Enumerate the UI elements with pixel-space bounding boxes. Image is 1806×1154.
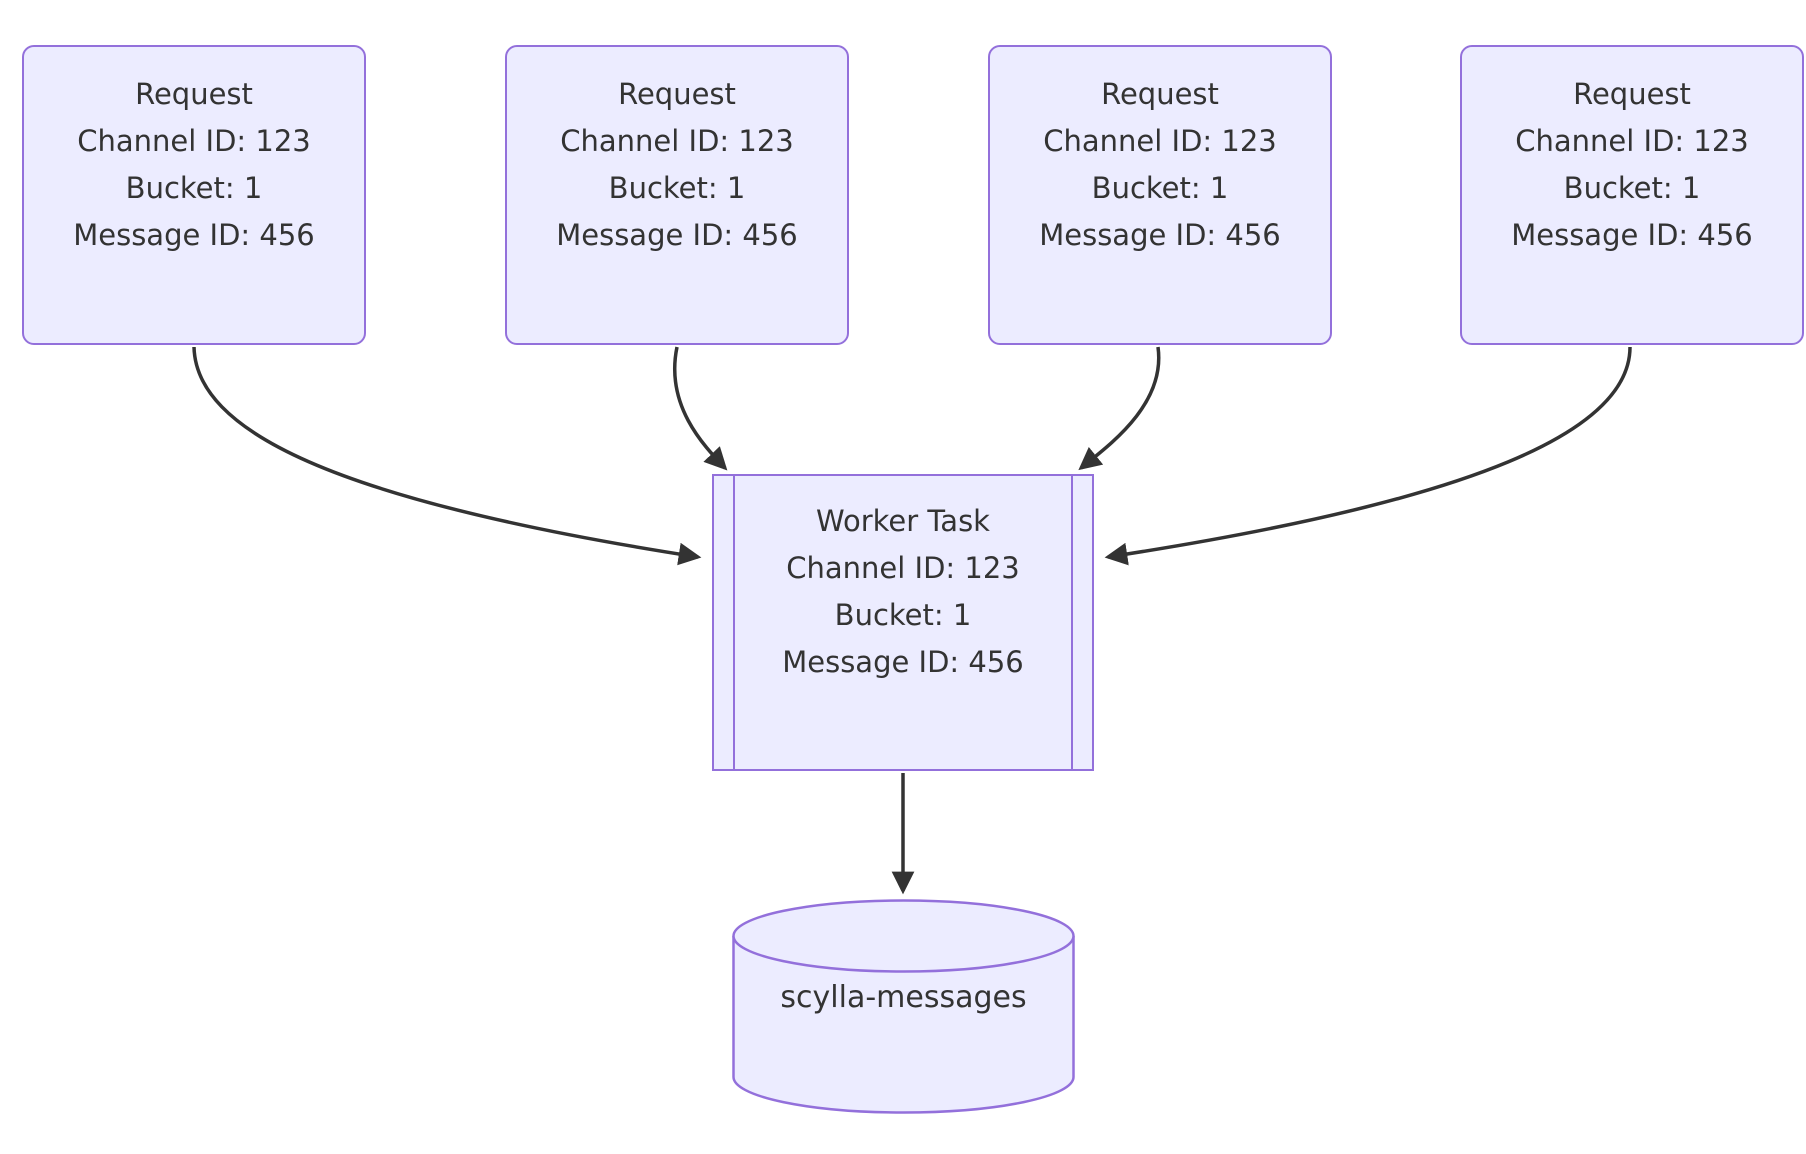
request-node-4-title: Request: [1573, 77, 1691, 111]
request-node-1-message-id: Message ID: 456: [73, 218, 315, 252]
database-label: scylla-messages: [780, 980, 1027, 1015]
worker-task-title: Worker Task: [816, 504, 990, 538]
database-cylinder-node: scylla-messages: [731, 898, 1076, 1116]
worker-task-bucket: Bucket: 1: [834, 598, 972, 632]
edge-request-1-to-worker: [192, 346, 702, 566]
request-node-2-channel-id: Channel ID: 123: [560, 124, 794, 158]
edge-request-4-to-worker: [1104, 346, 1632, 566]
request-node-3-title: Request: [1101, 77, 1219, 111]
edge-request-2-to-worker: [673, 346, 728, 471]
request-node-4: Request Channel ID: 123 Bucket: 1 Messag…: [1460, 45, 1804, 345]
request-node-1-title: Request: [135, 77, 253, 111]
request-node-3-channel-id: Channel ID: 123: [1043, 124, 1277, 158]
cylinder-shape: [732, 899, 1075, 1114]
edge-request-3-to-worker: [1078, 346, 1161, 471]
request-node-1-bucket: Bucket: 1: [125, 171, 263, 205]
worker-task-node: Worker Task Channel ID: 123 Bucket: 1 Me…: [712, 474, 1094, 771]
request-node-1-channel-id: Channel ID: 123: [77, 124, 311, 158]
request-node-1: Request Channel ID: 123 Bucket: 1 Messag…: [22, 45, 366, 345]
worker-task-message-id: Message ID: 456: [782, 645, 1024, 679]
request-node-4-channel-id: Channel ID: 123: [1515, 124, 1749, 158]
request-node-2-bucket: Bucket: 1: [608, 171, 746, 205]
request-node-4-message-id: Message ID: 456: [1511, 218, 1753, 252]
request-node-2-title: Request: [618, 77, 736, 111]
request-node-2: Request Channel ID: 123 Bucket: 1 Messag…: [505, 45, 849, 345]
request-node-4-bucket: Bucket: 1: [1563, 171, 1701, 205]
request-node-3-bucket: Bucket: 1: [1091, 171, 1229, 205]
request-node-3-message-id: Message ID: 456: [1039, 218, 1281, 252]
request-node-3: Request Channel ID: 123 Bucket: 1 Messag…: [988, 45, 1332, 345]
request-node-2-message-id: Message ID: 456: [556, 218, 798, 252]
worker-task-channel-id: Channel ID: 123: [786, 551, 1020, 585]
